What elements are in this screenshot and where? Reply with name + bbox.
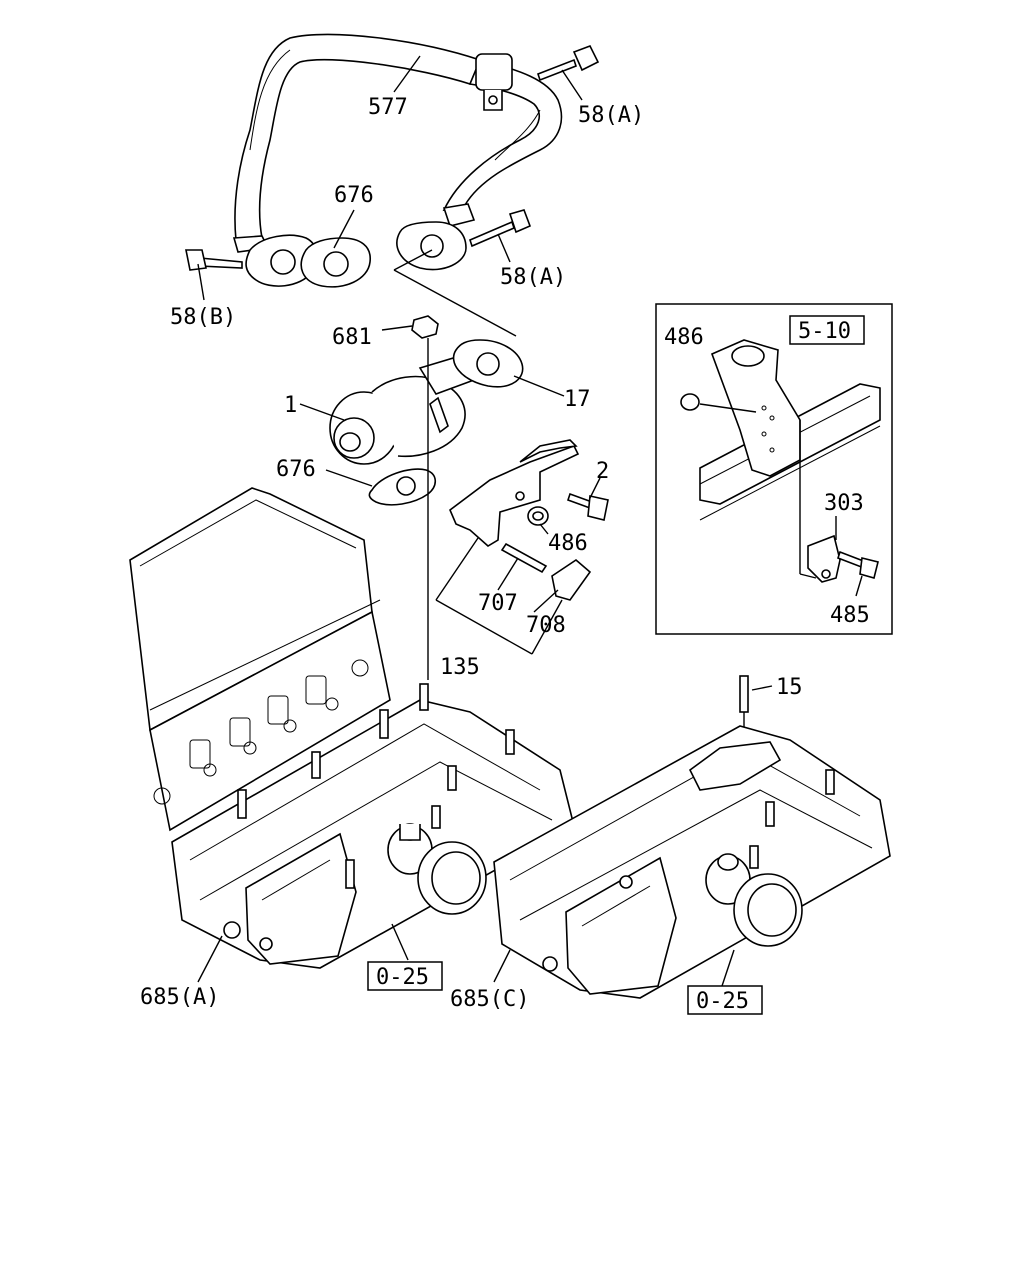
gasket-17 <box>452 339 524 388</box>
label-2: 2 <box>596 459 609 484</box>
label-ref-025-right: 0-25 <box>696 989 749 1014</box>
bolt-2 <box>566 492 609 521</box>
label-inset-303: 303 <box>824 491 864 516</box>
bolt-58b <box>185 249 243 271</box>
right-flange <box>396 221 467 271</box>
gasket-676-lower <box>368 468 437 506</box>
label-15: 15 <box>776 675 803 700</box>
leader-lines <box>197 55 773 987</box>
left-flange <box>245 234 318 287</box>
label-58a-top: 58(A) <box>578 103 644 128</box>
label-676-top: 676 <box>334 183 374 208</box>
label-inset-486: 486 <box>664 325 704 350</box>
label-685a: 685(A) <box>140 985 219 1010</box>
label-707: 707 <box>478 591 518 616</box>
stud-707 <box>500 542 548 574</box>
bolt-58a-top <box>537 44 600 82</box>
label-1: 1 <box>284 393 297 418</box>
ref-box-right <box>687 985 763 1015</box>
label-17: 17 <box>564 387 591 412</box>
egr-valve <box>329 355 476 465</box>
label-ref-025-left: 0-25 <box>376 965 429 990</box>
inset-detail <box>655 303 893 635</box>
clip-708 <box>551 558 592 601</box>
label-486: 486 <box>548 531 588 556</box>
guide-lines <box>393 249 745 730</box>
label-inset-485: 485 <box>830 603 870 628</box>
label-685c: 685(C) <box>450 987 529 1012</box>
egr-bracket <box>449 439 580 547</box>
label-577: 577 <box>368 95 408 120</box>
label-inset-ref: 5-10 <box>798 319 851 344</box>
bolt-58a-mid <box>469 209 532 248</box>
intake-manifold-right <box>493 675 891 999</box>
intake-manifold-left <box>171 683 575 969</box>
ref-box-left <box>367 961 443 991</box>
gasket-676-top <box>300 237 371 288</box>
egr-pipe <box>232 33 563 253</box>
label-676-lower: 676 <box>276 457 316 482</box>
nut-681 <box>411 315 439 339</box>
label-708: 708 <box>526 613 566 638</box>
label-135: 135 <box>440 655 480 680</box>
inset-ref-box <box>789 315 865 345</box>
label-58a-mid: 58(A) <box>500 265 566 290</box>
label-681: 681 <box>332 325 372 350</box>
nut-486 <box>527 506 549 526</box>
cylinder-head-left <box>129 487 391 832</box>
label-58b: 58(B) <box>170 305 236 330</box>
